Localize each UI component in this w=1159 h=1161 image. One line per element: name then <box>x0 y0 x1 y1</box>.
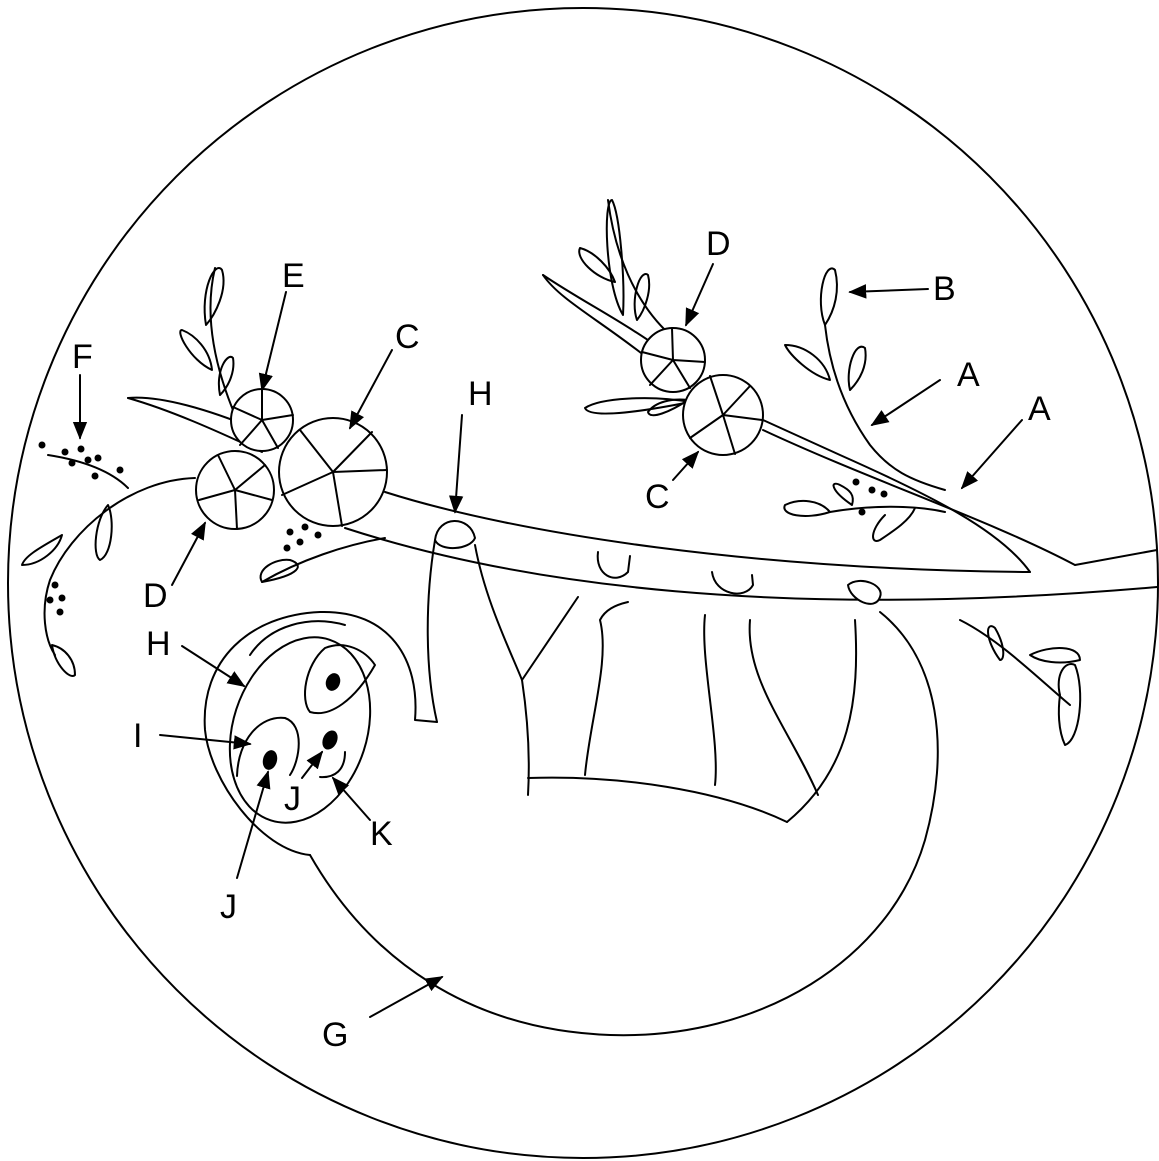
label-k: K <box>370 815 393 853</box>
flower-c-right <box>683 375 763 455</box>
flower-d-right <box>641 328 705 392</box>
hoop-circle <box>8 8 1158 1158</box>
label-h-left: H <box>146 625 171 663</box>
label-c-left: C <box>395 318 420 356</box>
label-f: F <box>72 338 93 376</box>
label-i: I <box>133 717 142 755</box>
label-d-right: D <box>706 225 731 263</box>
label-j-upper: J <box>284 780 301 818</box>
label-a-upper: A <box>957 356 980 394</box>
label-d-left: D <box>143 577 168 615</box>
label-a-lower: A <box>1028 390 1051 428</box>
label-b: B <box>933 270 956 308</box>
label-h-top: H <box>468 375 493 413</box>
flower-c-left <box>279 418 387 526</box>
leaves <box>22 200 1080 745</box>
label-c-right: C <box>645 478 670 516</box>
flower-e <box>231 389 293 451</box>
label-j-lower: J <box>220 888 237 926</box>
label-e: E <box>282 257 305 295</box>
sloth <box>205 521 938 1035</box>
label-g: G <box>322 1016 348 1054</box>
flower-d-left <box>196 451 274 529</box>
letter-labels: A A B C C D D E F G H H I J J K <box>72 225 1051 1054</box>
